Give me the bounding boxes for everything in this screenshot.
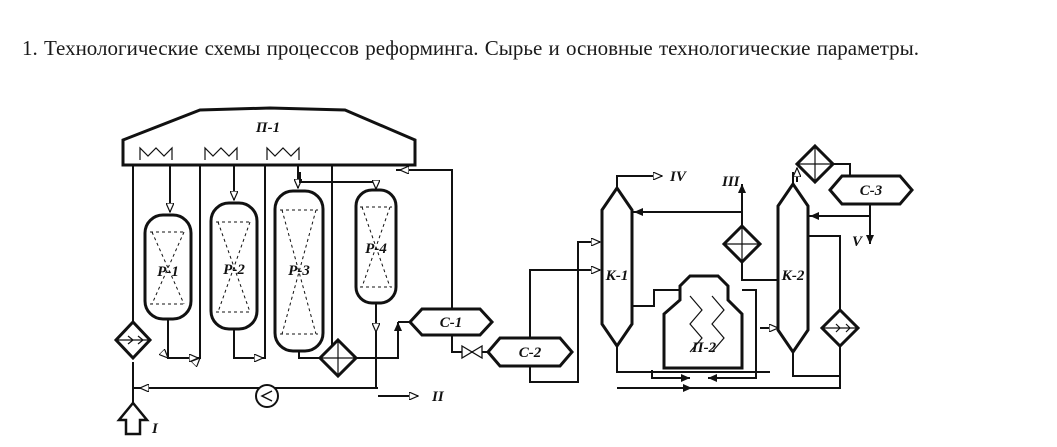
furnace-p2-label: П-2: [691, 340, 717, 356]
stream-label-i: I: [151, 421, 159, 437]
reactor-r2: Р-2: [209, 201, 259, 331]
compressor: [255, 384, 279, 408]
heat-exchanger-4: [794, 143, 836, 185]
separator-c3-label: С-3: [860, 183, 883, 199]
pressure-valve: [461, 344, 483, 360]
page-heading: 1. Технологические схемы процессов рефор…: [22, 36, 919, 60]
stream-label-ii: II: [431, 389, 445, 405]
reactor-r1-label: Р-1: [157, 264, 179, 280]
stream-r3-to-p1: [298, 165, 333, 359]
column-k1: К-1: [600, 185, 634, 349]
separator-c2: С-2: [486, 336, 574, 368]
stream-to-r4: [299, 172, 377, 190]
reactor-r4-label: Р-4: [365, 241, 387, 257]
reactor-r3: Р-3: [273, 189, 325, 353]
column-k1-label: К-1: [605, 268, 629, 284]
feed-inlet-arrow: I: [116, 401, 159, 437]
stream-label-iv: IV: [669, 169, 688, 185]
reactor-r2-label: Р-2: [223, 262, 245, 278]
column-k2-label: К-2: [781, 268, 805, 284]
heat-exchanger-5: [819, 307, 861, 349]
separator-c1-label: С-1: [440, 315, 463, 331]
furnace-p2: П-2: [662, 274, 744, 370]
furnace-p1-label: П-1: [255, 120, 280, 136]
stream-label-v: V: [852, 234, 864, 250]
heat-exchanger-2: [317, 337, 359, 379]
stream-label-iii: III: [721, 174, 741, 190]
c1-gas-return: [396, 169, 453, 309]
separator-c1: С-1: [407, 307, 495, 337]
reactor-r1: Р-1: [143, 213, 193, 321]
reactor-r4: Р-4: [354, 188, 398, 305]
separator-c2-label: С-2: [519, 345, 542, 361]
separator-c3: С-3: [828, 174, 914, 206]
heat-exchanger-3: [721, 223, 763, 265]
heat-exchanger-1: [113, 319, 153, 361]
furnace-p1: П-1: [121, 106, 417, 167]
reactor-r3-label: Р-3: [288, 263, 310, 279]
column-k2: К-2: [776, 181, 810, 355]
